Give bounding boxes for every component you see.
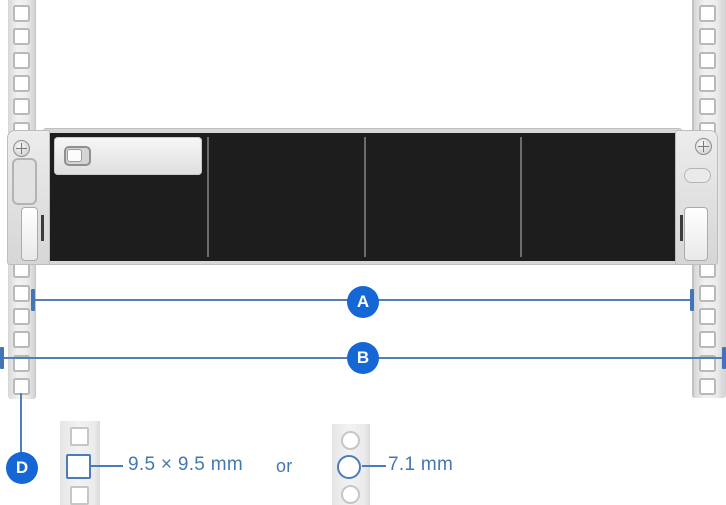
right-mounting-ear (675, 130, 718, 265)
ear-handle (21, 207, 38, 261)
thumbscrew-icon (695, 138, 712, 155)
bay-column-divider (520, 137, 522, 257)
round-hole-highlighted (337, 455, 361, 479)
rackmount-enclosure (7, 128, 718, 265)
round-hole (341, 431, 360, 450)
tray-latch-button (67, 149, 82, 162)
square-hole-highlighted (66, 454, 91, 479)
round-hole-size-label: 7.1 mm (388, 454, 454, 475)
rail-hole-square (699, 284, 716, 302)
rail-hole-square (699, 28, 716, 46)
round-hole-leader-line (362, 465, 386, 467)
bay-column-divider (207, 137, 209, 257)
chassis-frame (43, 128, 682, 265)
callout-label-d: D (6, 452, 38, 484)
left-mounting-ear (7, 130, 50, 265)
or-label: or (276, 456, 293, 476)
rail-edge-line (721, 0, 722, 398)
square-hole-leader-line (90, 465, 123, 467)
rail-hole-square (699, 74, 716, 92)
dimension-tick (722, 347, 726, 369)
square-hole (70, 486, 89, 505)
rail-hole-square (13, 74, 30, 92)
tray-latch (64, 146, 91, 166)
dimension-label-a: A (347, 286, 379, 318)
round-hole (341, 485, 360, 504)
handle-shadow (41, 215, 44, 241)
dimension-tick (0, 347, 4, 369)
rail-hole-square (13, 284, 30, 302)
chassis-dark-frame (46, 133, 679, 261)
ear-button (684, 168, 711, 183)
dimension-tick (31, 289, 35, 311)
square-hole-size-label: 9.5 × 9.5 mm (128, 454, 244, 475)
rail-hole-square (699, 5, 716, 22)
handle-shadow (680, 215, 683, 241)
rail-hole-square (13, 307, 30, 325)
rail-hole-square (699, 377, 716, 395)
bay-column-divider (364, 137, 366, 257)
drive-tray (54, 137, 203, 175)
thumbscrew-icon (13, 140, 30, 157)
rail-hole-square (699, 307, 716, 325)
rail-hole-square (699, 51, 716, 69)
rail-hole-square (13, 51, 30, 69)
rail-hole-square (13, 5, 30, 22)
square-hole-rail-detail (60, 421, 100, 505)
square-hole (70, 427, 89, 446)
rail-hole-square (13, 331, 30, 349)
rail-hole-square (13, 98, 30, 116)
callout-d-leader-line (20, 393, 22, 453)
rail-hole-square (699, 98, 716, 116)
dimension-tick (690, 289, 694, 311)
round-hole-rail-detail (332, 424, 370, 505)
ear-handle (684, 207, 708, 261)
dimension-label-b: B (347, 342, 379, 374)
rail-hole-square (699, 331, 716, 349)
ear-recess (12, 158, 37, 205)
drive-bay-grid (54, 137, 671, 257)
rail-hole-square (13, 28, 30, 46)
